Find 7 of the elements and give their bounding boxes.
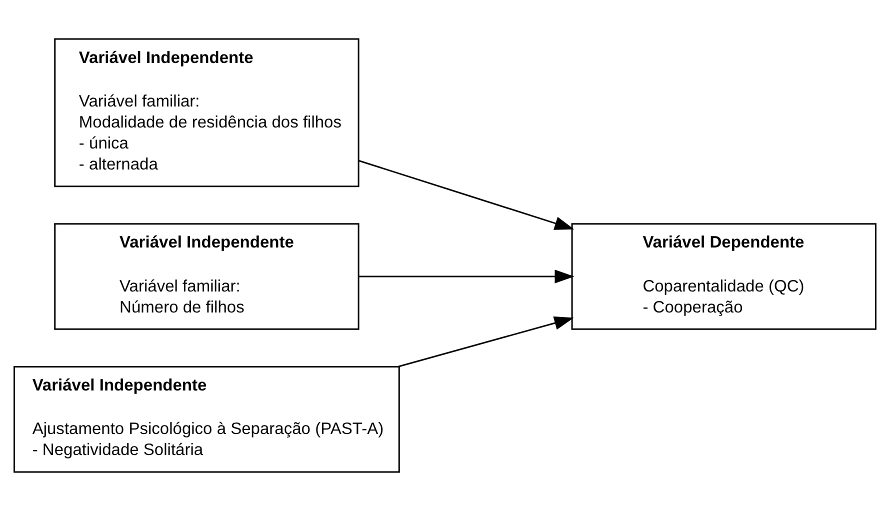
arrow bbox=[359, 269, 574, 283]
node-box: Variável Independente Variável familiar: Modalidade de residência dos filhos - única - alternada bbox=[54, 38, 360, 187]
node-box: Variável Independente Variável familiar: Número de filhos bbox=[54, 222, 360, 330]
node-box: Variável Independente Ajustamento Psicológico à Separação (PAST-A) - Negatividade Solitária bbox=[14, 366, 400, 472]
arrow bbox=[358, 160, 574, 230]
arrow bbox=[398, 316, 574, 367]
node-box: Variável Dependente Coparentalidade (QC) - Cooperação bbox=[571, 222, 876, 330]
